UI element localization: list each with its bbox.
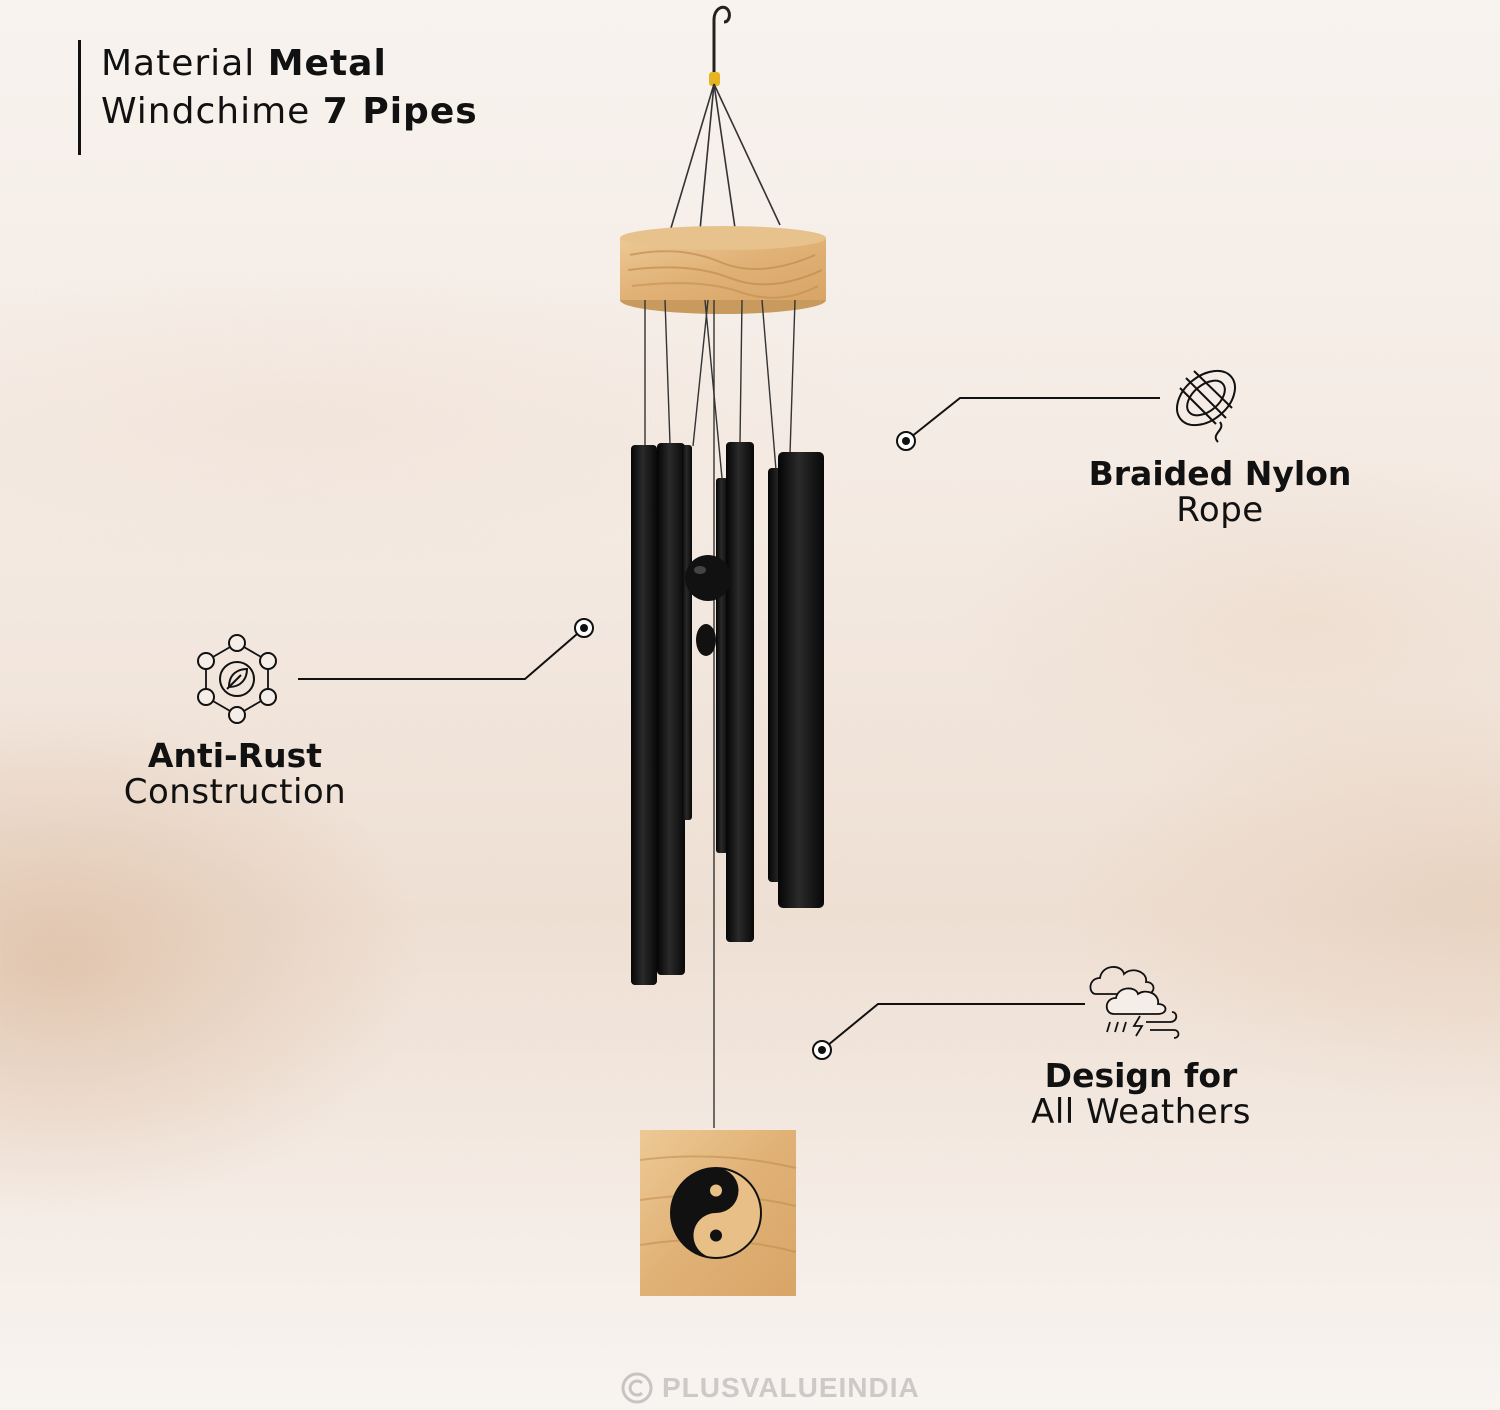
title-line-2: Windchime 7 Pipes — [101, 88, 478, 136]
feature-rope-subtitle: Rope — [1176, 490, 1264, 530]
title-line-1: Material Metal — [101, 40, 478, 88]
pipe-1 — [631, 445, 657, 985]
pipe-7 — [778, 452, 824, 908]
suspension-strings — [667, 83, 781, 239]
feature-rope-title: Braided Nylon — [1088, 454, 1352, 493]
wind-catcher-block — [639, 1130, 797, 1296]
leaf-molecule-icon — [197, 634, 277, 724]
feature-weather-title: Design for — [1044, 1056, 1238, 1095]
callout-rust-dot — [574, 618, 594, 638]
copyright-icon — [621, 1372, 653, 1404]
callout-rope-line — [905, 397, 1160, 442]
title-block: Material Metal Windchime 7 Pipes — [78, 40, 478, 155]
feature-rope: Braided Nylon Rope — [1080, 454, 1360, 530]
pipe-5 — [726, 442, 754, 942]
rope-coil-icon — [1176, 369, 1236, 443]
striker-ball — [685, 555, 731, 656]
feature-weather-subtitle: All Weathers — [1031, 1092, 1251, 1132]
watermark: PLUSVALUEINDIA — [620, 1366, 940, 1410]
pipe-2 — [657, 443, 685, 975]
feature-weather: Design for All Weathers — [1010, 1056, 1272, 1132]
title-pipes-value: 7 Pipes — [322, 91, 478, 132]
title-material-value: Metal — [267, 43, 387, 84]
callout-weather-dot — [812, 1040, 832, 1060]
metal-pipes — [631, 442, 824, 985]
yin-yang-icon — [670, 1167, 762, 1259]
title-product-label: Windchime — [101, 91, 323, 132]
wooden-top-disc — [620, 226, 826, 314]
callout-weather-line — [821, 1003, 1085, 1051]
title-material-label: Material — [101, 43, 268, 84]
pipe-3 — [682, 445, 692, 820]
storm-cloud-icon — [1089, 966, 1180, 1039]
feature-rust-subtitle: Construction — [123, 772, 347, 812]
pipe-strings — [644, 299, 796, 1128]
watermark-text: PLUSVALUEINDIA — [662, 1372, 920, 1403]
callout-rope-dot — [896, 431, 916, 451]
feature-rust: Anti-Rust Construction — [100, 736, 370, 812]
feature-rust-title: Anti-Rust — [147, 736, 323, 775]
callout-rust-line — [298, 627, 585, 680]
hanging-hook — [709, 5, 731, 86]
